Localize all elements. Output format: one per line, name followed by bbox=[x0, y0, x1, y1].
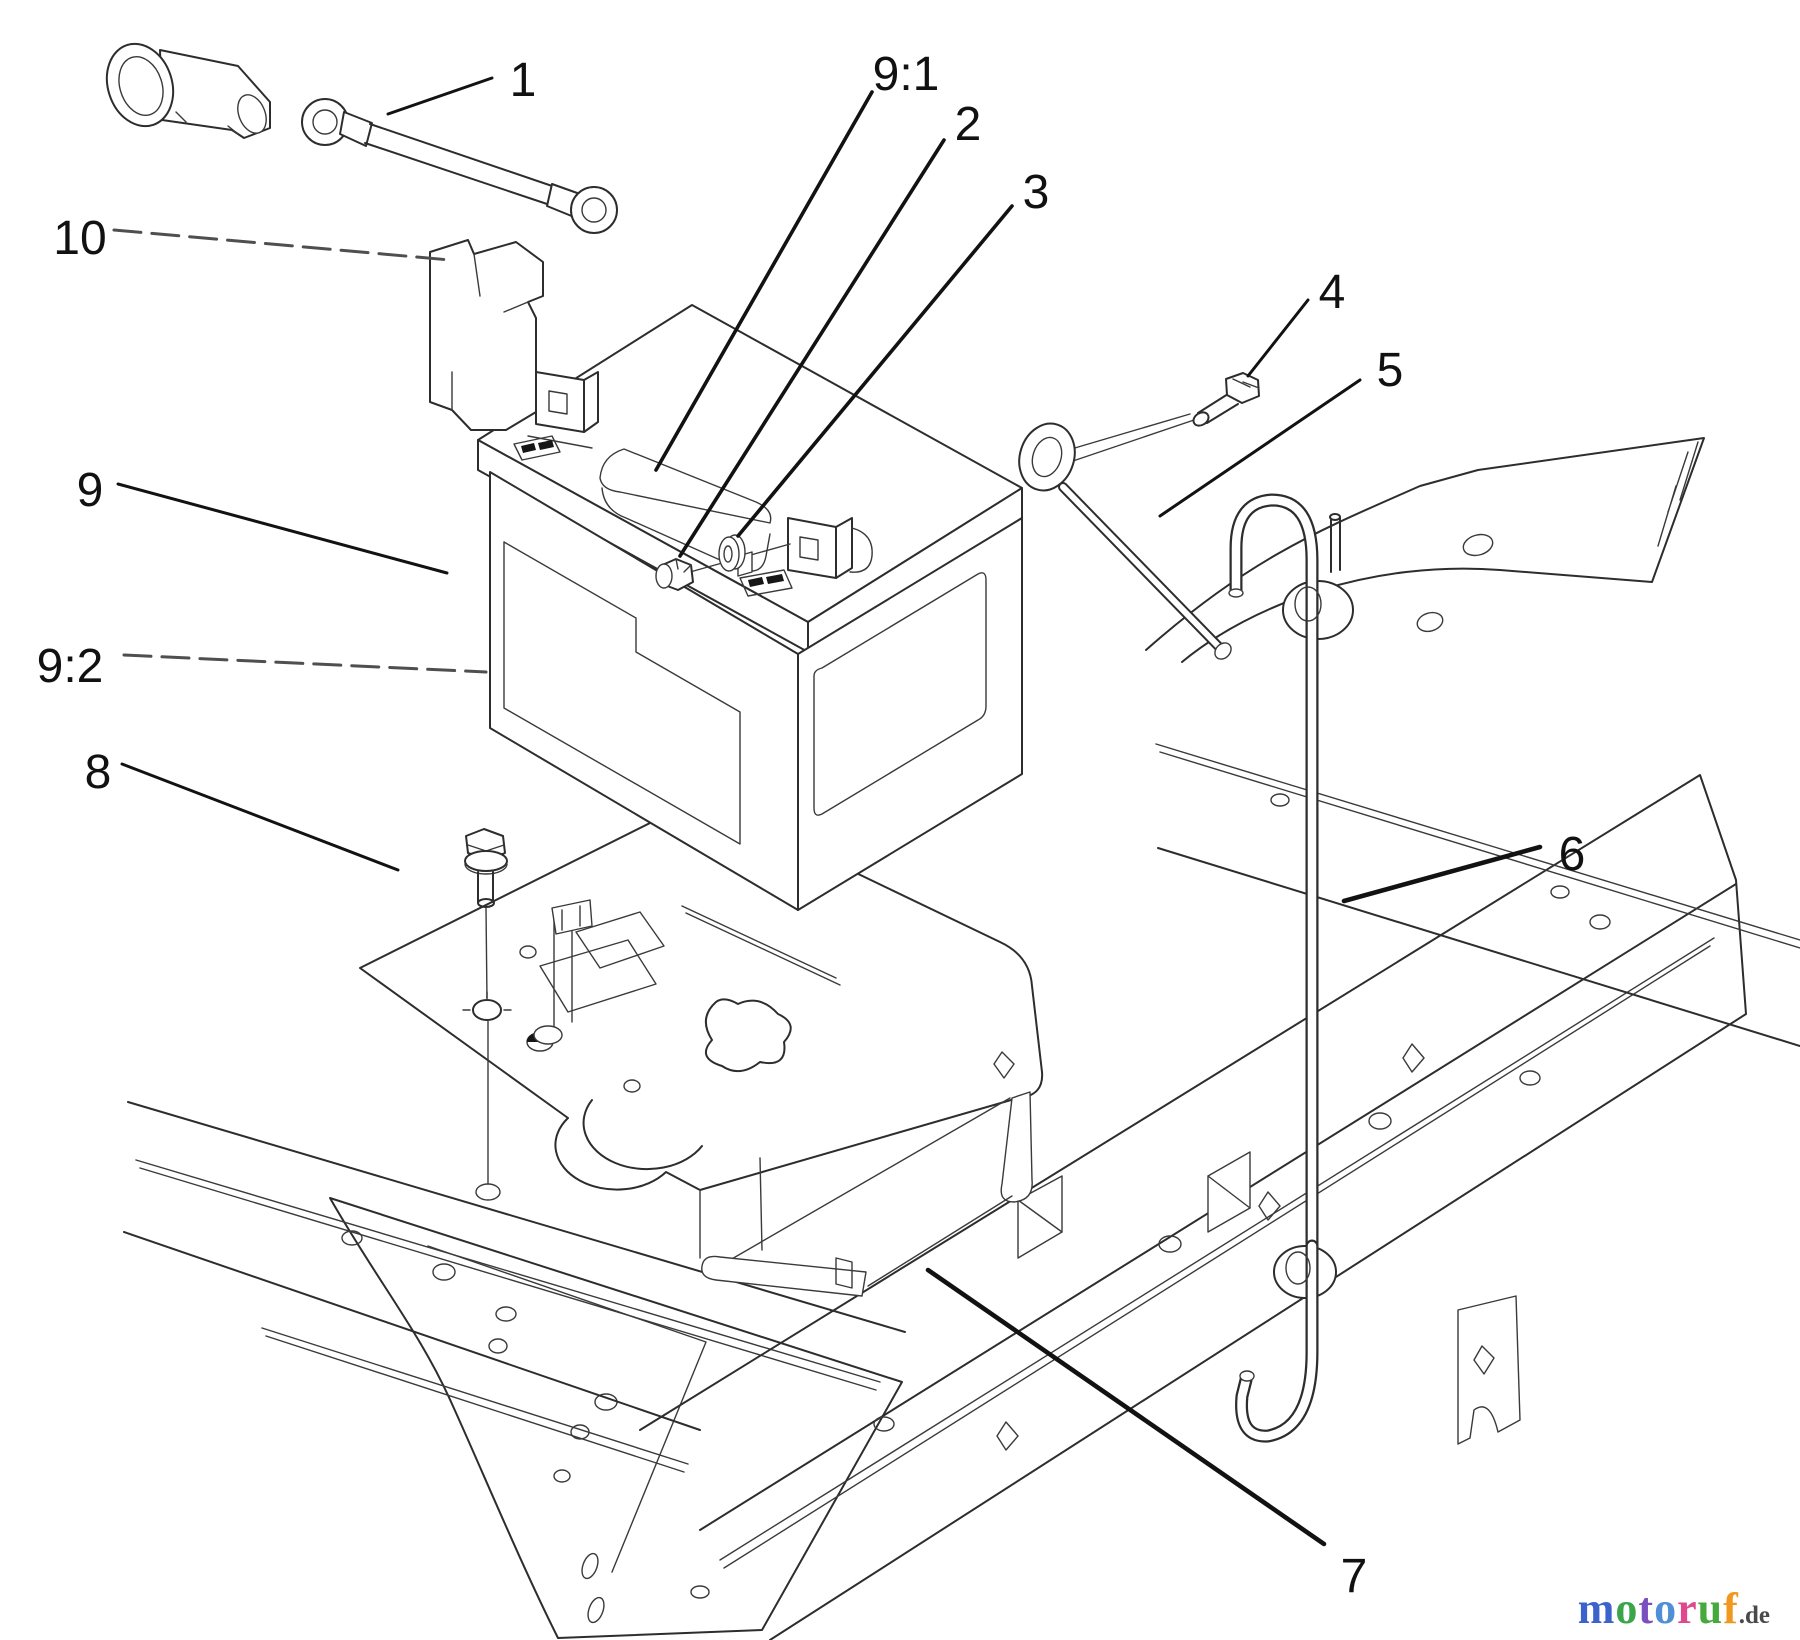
leader-7 bbox=[925, 1267, 1327, 1547]
upper-rail-bracket bbox=[1145, 437, 1800, 1047]
j-hook-rod-6 bbox=[1228, 493, 1354, 1443]
leader-3 bbox=[736, 204, 1014, 538]
callout-7: 7 bbox=[1341, 1550, 1368, 1603]
watermark-letter: o bbox=[1654, 1584, 1678, 1633]
battery-tray bbox=[359, 797, 1044, 1297]
battery bbox=[477, 304, 1023, 911]
callout-3: 3 bbox=[1023, 166, 1050, 219]
leader-9-2 bbox=[122, 653, 488, 674]
washer-3 bbox=[718, 534, 746, 572]
watermark-letter: o bbox=[1615, 1584, 1639, 1633]
leader-4 bbox=[1246, 298, 1310, 378]
floor-pan bbox=[261, 1197, 903, 1639]
leader-9-1 bbox=[654, 90, 874, 472]
battery-cable-1 bbox=[301, 98, 618, 234]
hex-bolt-4 bbox=[1069, 372, 1260, 463]
leader-8 bbox=[120, 762, 400, 872]
callout-4: 4 bbox=[1319, 266, 1346, 319]
warning-label-right bbox=[739, 569, 793, 597]
leader-6 bbox=[1341, 844, 1543, 904]
watermark-letter: r bbox=[1677, 1584, 1698, 1633]
callout-8: 8 bbox=[85, 746, 112, 799]
callout-10: 10 bbox=[53, 212, 106, 265]
callout-9-2: 9:2 bbox=[37, 640, 104, 693]
terminal-clip-left bbox=[527, 371, 599, 449]
terminal-cover-10 bbox=[429, 239, 544, 431]
watermark-logo: motoruf.de bbox=[1578, 1583, 1770, 1634]
callout-5: 5 bbox=[1377, 344, 1404, 397]
tray-clamp-bracket bbox=[519, 899, 665, 1045]
terminal-clip-right bbox=[787, 517, 873, 579]
eye-rod-5 bbox=[1018, 413, 1232, 660]
leader-9 bbox=[116, 482, 449, 575]
watermark-letter: m bbox=[1577, 1584, 1616, 1633]
notched-bracket bbox=[1457, 1295, 1521, 1445]
leader-2 bbox=[678, 138, 946, 558]
front-rail-right bbox=[639, 774, 1747, 1640]
callout-leaders bbox=[112, 76, 1543, 1547]
watermark-letter: f bbox=[1723, 1584, 1739, 1633]
leader-1 bbox=[386, 76, 494, 116]
front-rail-left bbox=[123, 1101, 906, 1431]
callout-9: 9 bbox=[77, 464, 104, 517]
watermark-letter: u bbox=[1697, 1584, 1724, 1633]
leader-10 bbox=[112, 228, 452, 262]
callout-1: 1 bbox=[510, 54, 537, 107]
callout-9-1: 9:1 bbox=[873, 48, 940, 101]
flange-bolt-8 bbox=[464, 828, 508, 1201]
callout-labels: 1 9:1 2 3 10 4 5 9 9:2 8 6 7 bbox=[37, 48, 1586, 1603]
callout-2: 2 bbox=[955, 98, 982, 151]
watermark-letter: t bbox=[1638, 1584, 1655, 1633]
callout-6: 6 bbox=[1559, 828, 1586, 881]
nut-2 bbox=[655, 558, 694, 591]
chassis-frame bbox=[123, 437, 1800, 1640]
watermark-word: motoruf bbox=[1578, 1584, 1739, 1633]
terminal-boot bbox=[105, 42, 271, 139]
watermark-suffix: .de bbox=[1738, 1602, 1770, 1629]
leader-5 bbox=[1158, 378, 1362, 518]
warning-label-left bbox=[513, 435, 561, 461]
